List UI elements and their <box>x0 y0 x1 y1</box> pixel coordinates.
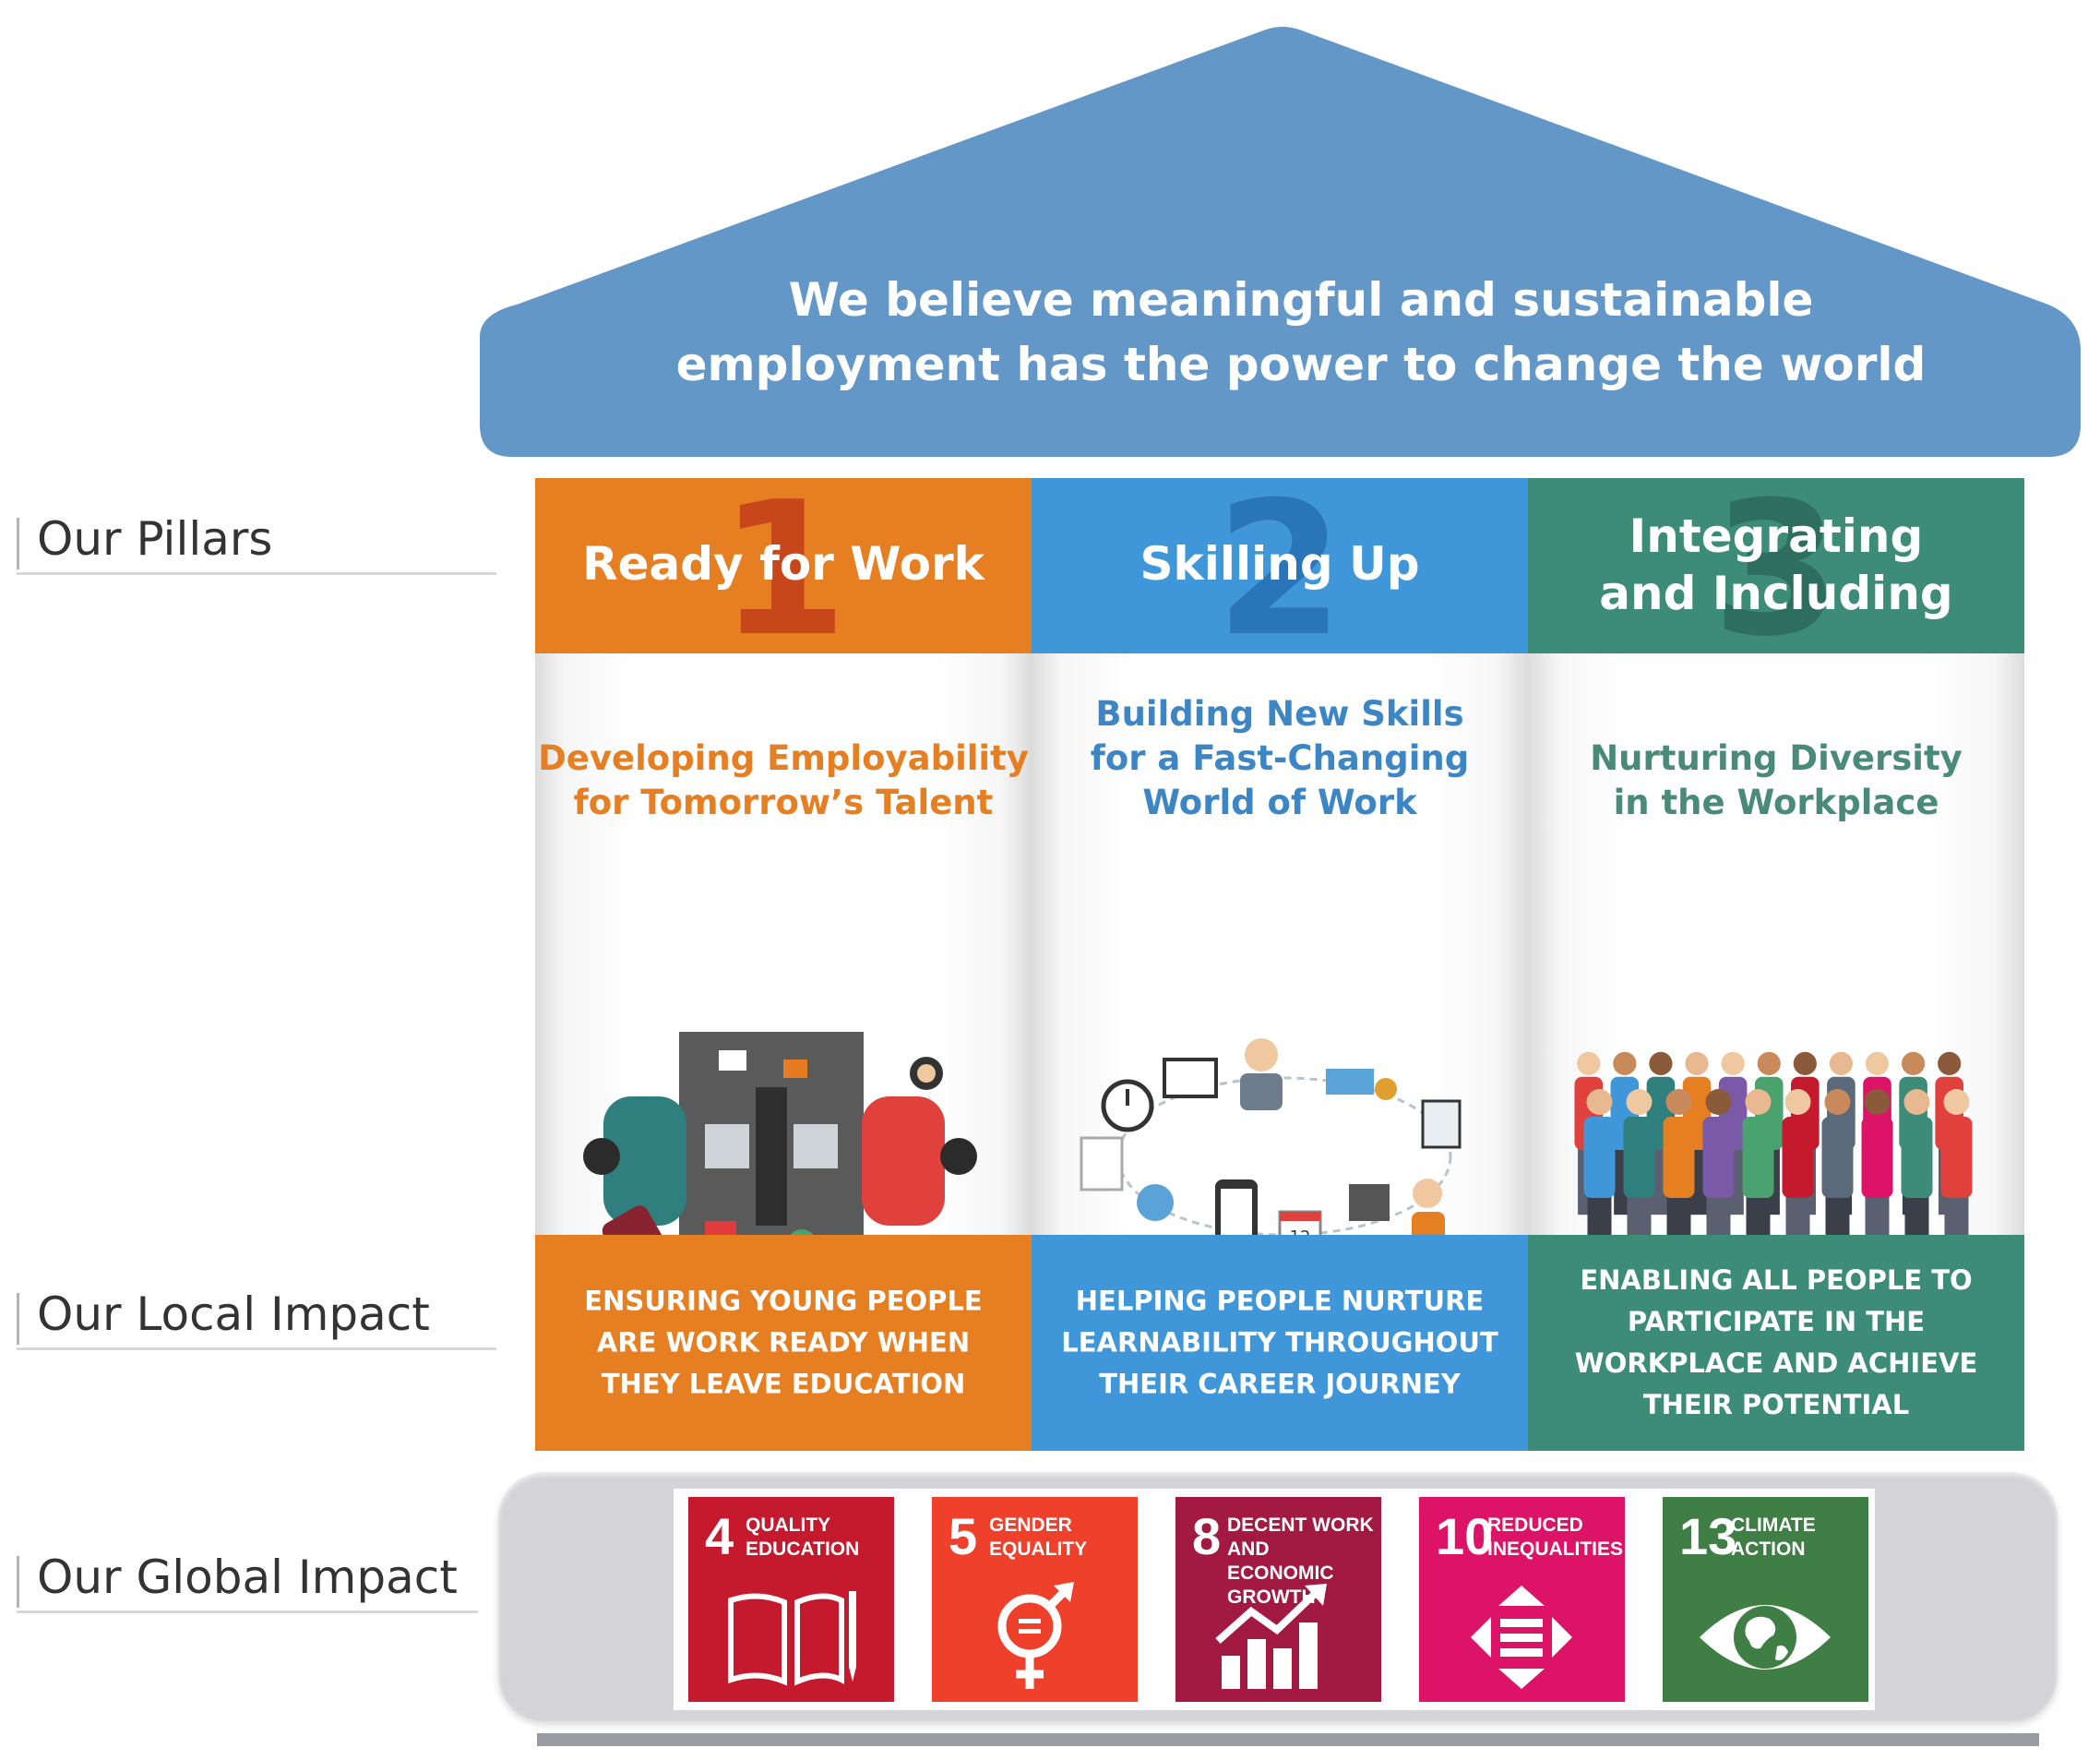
sdg-10-label: REDUCED INEQUALITIES <box>1487 1514 1623 1562</box>
pillar-1-title-line: Ready for Work <box>582 537 984 591</box>
sdg-13-label: CLIMATE ACTION <box>1731 1514 1816 1562</box>
pillar-1-subtitle-line-1: Developing Employability <box>538 738 1029 778</box>
crowd-person <box>1861 1089 1893 1270</box>
sdg-5-label: GENDER EQUALITY <box>989 1514 1087 1562</box>
pillar-ready-for-work: 1 Ready for Work Developing Employabilit… <box>535 478 1032 1451</box>
pillar-3-impact: ENABLING ALL PEOPLE TO PARTICIPATE IN TH… <box>1528 1235 2024 1451</box>
sdg-5-gender-equality: 5 GENDER EQUALITY <box>932 1497 1138 1702</box>
sdg-8-label-line-2: ECONOMIC GROWTH <box>1227 1562 1334 1608</box>
pillar-3-title-line-2: and Including <box>1599 567 1953 620</box>
sdg-8-decent-work: 8 DECENT WORK AND ECONOMIC GROWTH <box>1175 1497 1381 1702</box>
sdg-10-reduced-inequalities: 10 REDUCED INEQUALITIES <box>1419 1497 1625 1702</box>
diverse-crowd-illustration <box>1574 1051 1973 1270</box>
pillar-2-number: 2 <box>1215 478 1344 653</box>
gender-equality-icon <box>997 1582 1074 1689</box>
crowd-person <box>1663 1089 1695 1270</box>
mission-line-2: employment has the power to change the w… <box>675 338 1927 391</box>
mission-line-1: We believe meaningful and sustainable <box>788 273 1814 327</box>
sdg-13-label-line-1: CLIMATE <box>1731 1515 1816 1536</box>
pillar-2-impact-line-3: THEIR CAREER JOURNEY <box>1099 1368 1461 1400</box>
pillar-3-impact-line-2: PARTICIPATE IN THE <box>1627 1306 1926 1337</box>
pillar-3-impact-line-4: THEIR POTENTIAL <box>1642 1389 1910 1420</box>
pillar-2-impact: HELPING PEOPLE NURTURE LEARNABILITY THRO… <box>1032 1235 1528 1451</box>
pillar-2-title-line: Skilling Up <box>1139 537 1420 591</box>
label-our-local-impact: Our Local Impact <box>17 1287 496 1350</box>
sdg-4-label-line-2: EDUCATION <box>746 1539 860 1560</box>
pillar-2-subtitle-line-3: World of Work <box>1142 783 1417 822</box>
pillar-1-subtitle: Developing Employability for Tomorrow’s … <box>535 736 1032 825</box>
sdg-5-label-line-1: GENDER <box>989 1515 1072 1536</box>
label-our-global-impact: Our Global Impact <box>17 1550 478 1613</box>
earth-eye-icon <box>1700 1605 1831 1670</box>
pillar-1-body: Developing Employability for Tomorrow’s … <box>535 653 1032 1281</box>
pillar-3-impact-line-1: ENABLING ALL PEOPLE TO <box>1580 1264 1973 1296</box>
pillar-skilling-up: 2 Skilling Up Building New Skills for a … <box>1032 478 1528 1451</box>
mission-statement: We believe meaningful and sustainable em… <box>517 268 2085 397</box>
sdg-8-number: 8 <box>1192 1507 1222 1565</box>
pillar-1-number: 1 <box>719 478 848 653</box>
pillar-3-subtitle: Nurturing Diversity in the Workplace <box>1528 736 2024 825</box>
sdg-10-label-line-1: REDUCED <box>1487 1515 1583 1536</box>
pillar-1-impact-line-1: ENSURING YOUNG PEOPLE <box>584 1285 983 1317</box>
pillar-1-title: Ready for Work <box>535 535 1032 593</box>
pillar-3-header: 3 Integrating and Including <box>1528 478 2024 653</box>
pillar-integrating-and-including: 3 Integrating and Including Nurturing Di… <box>1528 478 2024 1451</box>
pillar-3-title: Integrating and Including <box>1528 508 2024 622</box>
pillar-3-title-line-1: Integrating <box>1629 509 1924 563</box>
sdg-4-quality-education: 4 QUALITY EDUCATION <box>688 1497 894 1702</box>
pillar-3-impact-line-3: WORKPLACE AND ACHIEVE <box>1574 1347 1978 1379</box>
reduced-inequalities-icon <box>1471 1586 1572 1689</box>
sdg-10-number: 10 <box>1436 1507 1494 1565</box>
growth-chart-icon <box>1215 1584 1327 1689</box>
sdg-10-label-line-2: INEQUALITIES <box>1487 1539 1624 1560</box>
sdg-5-label-line-2: EQUALITY <box>989 1539 1088 1560</box>
pillar-2-header: 2 Skilling Up <box>1032 478 1528 653</box>
pillar-2-subtitle: Building New Skills for a Fast-Changing … <box>1032 692 1528 825</box>
sdg-8-label: DECENT WORK AND ECONOMIC GROWTH <box>1227 1514 1381 1610</box>
sdg-4-label: QUALITY EDUCATION <box>746 1514 859 1562</box>
pillar-3-body: Nurturing Diversity in the Workplace <box>1528 653 2024 1270</box>
pillar-2-title: Skilling Up <box>1032 535 1528 593</box>
pillar-1-header: 1 Ready for Work <box>535 478 1032 653</box>
label-our-pillars: Our Pillars <box>17 512 497 575</box>
pillar-1-impact-line-2: ARE WORK READY WHEN <box>596 1326 971 1359</box>
pillar-3-subtitle-line-2: in the Workplace <box>1613 783 1939 822</box>
sdg-goals-strip: 4 QUALITY EDUCATION 5 GENDER EQUALITY <box>674 1489 1875 1710</box>
sdg-13-number: 13 <box>1679 1507 1737 1565</box>
pillar-2-impact-line-1: HELPING PEOPLE NURTURE <box>1075 1285 1485 1317</box>
foundation-base-line <box>537 1733 2039 1746</box>
pillar-2-subtitle-line-2: for a Fast-Changing <box>1090 738 1470 778</box>
sdg-13-label-line-2: ACTION <box>1731 1539 1806 1560</box>
pillar-2-impact-line-2: LEARNABILITY THROUGHOUT <box>1061 1326 1498 1359</box>
book-pencil-icon <box>728 1591 856 1686</box>
sdg-8-label-line-1: DECENT WORK AND <box>1227 1515 1374 1560</box>
pillar-1-impact-line-3: THEY LEAVE EDUCATION <box>601 1368 966 1400</box>
sdg-4-number: 4 <box>705 1507 734 1565</box>
crowd-person <box>1821 1089 1854 1270</box>
pillar-2-body: Building New Skills for a Fast-Changing … <box>1032 653 1528 1253</box>
sdg-13-climate-action: 13 CLIMATE ACTION <box>1663 1497 1868 1702</box>
sdg-4-label-line-1: QUALITY <box>746 1515 831 1536</box>
pillar-1-subtitle-line-2: for Tomorrow’s Talent <box>573 783 994 822</box>
pillar-3-subtitle-line-1: Nurturing Diversity <box>1590 738 1963 778</box>
pillar-1-impact: ENSURING YOUNG PEOPLE ARE WORK READY WHE… <box>535 1235 1032 1451</box>
pillar-2-subtitle-line-1: Building New Skills <box>1095 694 1464 734</box>
sdg-5-number: 5 <box>949 1507 978 1565</box>
pillar-3-number: 3 <box>1712 478 1841 653</box>
roof <box>480 27 2081 457</box>
